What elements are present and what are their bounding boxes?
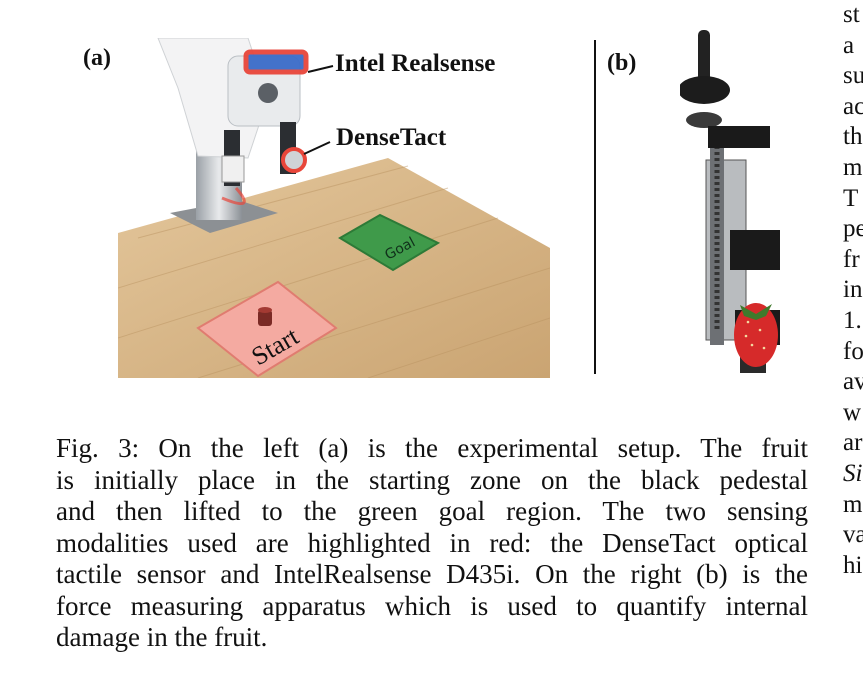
right-column-fragment: ar [843, 429, 863, 457]
right-column-fragment: a [843, 31, 855, 59]
strawberry [734, 303, 778, 367]
right-column-fragment: va [843, 521, 863, 549]
caption-line: damage in the fruit. [56, 622, 268, 652]
figure-panel-a: Goal Start [118, 38, 550, 378]
panel-b-label: (b) [607, 50, 637, 76]
black-pedestal [258, 310, 272, 326]
densetact-leader-line [303, 141, 331, 155]
right-column-fragment: pe [843, 215, 863, 243]
right-column-fragment: w [843, 398, 862, 426]
right-column-fragment: hi [843, 551, 863, 579]
right-column-fragment: 1. [843, 306, 862, 334]
right-column-text: st a su ac th m T pe fr in 1. fo av w ar… [843, 0, 863, 581]
goal-region: Goal [338, 213, 441, 272]
right-column-fragment: th [843, 123, 863, 151]
caption-line: and then lifted to the green goal region… [56, 496, 808, 526]
right-column-fragment: Si [843, 459, 863, 487]
figure-panel-b [680, 30, 780, 373]
right-column-fragment: in [843, 276, 863, 304]
caption-line: force measuring apparatus which is used … [56, 590, 808, 621]
callout-intel-realsense: Intel Realsense [335, 50, 496, 77]
start-region: Start [196, 280, 338, 378]
right-column-fragment: m [843, 490, 863, 518]
figure-caption: Fig. 3: On the left (a) is the experimen… [56, 433, 808, 654]
right-column-fragment: av [843, 368, 863, 396]
caption-line: tactile sensor and IntelRealsense D435i.… [56, 559, 808, 589]
robot-arm [157, 38, 309, 233]
right-column-fragment: ac [843, 92, 863, 120]
panel-a-label: (a) [83, 45, 111, 71]
right-column-fragment: su [843, 62, 863, 90]
right-column-fragment: fo [843, 337, 863, 365]
right-column-fragment: st [843, 1, 860, 28]
callout-densetact: DenseTact [336, 124, 447, 151]
right-column-fragment: m [843, 153, 863, 181]
right-column-fragment: T [843, 184, 859, 212]
right-column-fragment: fr [843, 245, 860, 273]
realsense-leader-line [307, 65, 334, 73]
caption-line: Fig. 3: On the left (a) is the experimen… [56, 433, 808, 463]
caption-line: modalities used are highlighted in red: … [56, 527, 808, 558]
panel-divider [594, 40, 596, 374]
force-gauge-handwheel [680, 76, 730, 104]
caption-line: is initially place in the starting zone … [56, 464, 808, 495]
densetact-sensor [281, 147, 307, 173]
realsense-camera [243, 49, 309, 75]
